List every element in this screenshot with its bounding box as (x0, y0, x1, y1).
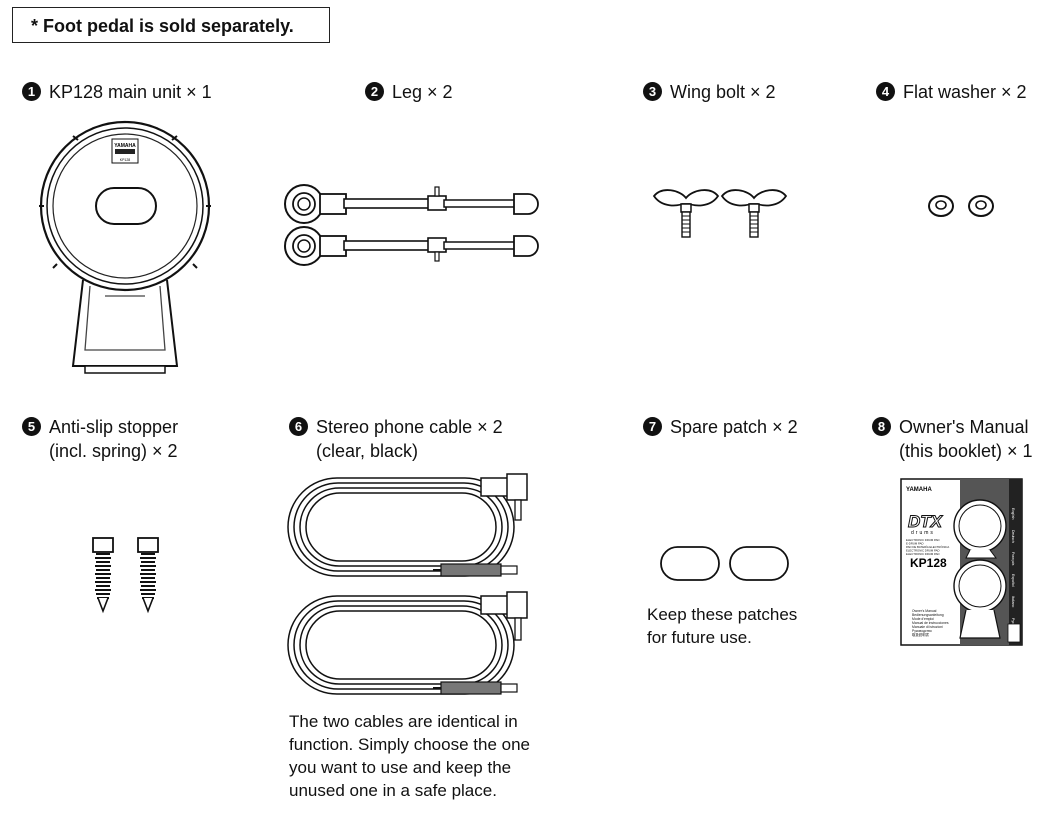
manual-title-line: Owner's Manual (912, 609, 937, 613)
manual-cover-line: ELECTRONIC DRUM PAD (906, 549, 940, 553)
manual-title-line: Manuale di istruzioni (912, 625, 943, 629)
item-7-name: Spare patch × 2 (670, 417, 798, 437)
item-8-name-line2: (this booklet) × 1 (899, 441, 1033, 461)
manual-cover-line: ELECTRONIC DRUM PAD (906, 552, 940, 556)
item-2-heading: 2 Leg × 2 (365, 80, 453, 104)
item-5-number: 5 (22, 417, 41, 436)
owners-manual-illustration: English Deutsch Français Español Italian… (900, 478, 1023, 646)
manual-tab-deutsch: Deutsch (1011, 530, 1015, 543)
cables-illustration (287, 473, 528, 695)
anti-slip-stoppers-illustration (92, 537, 159, 614)
item-2-number: 2 (365, 82, 384, 101)
item-7-number: 7 (643, 417, 662, 436)
item-1-number: 1 (22, 82, 41, 101)
item-3-number: 3 (643, 82, 662, 101)
manual-brand: YAMAHA (906, 487, 932, 493)
item-2-name: Leg × 2 (392, 82, 453, 102)
foot-pedal-note-box: * Foot pedal is sold separately. (12, 7, 330, 43)
item-6-heading: 6 Stereo phone cable × 2 (clear, black) (289, 415, 503, 463)
foot-pedal-note: * Foot pedal is sold separately. (31, 16, 294, 36)
manual-title-line: Bedienungsanleitung (912, 613, 944, 617)
manual-tab-espanol: Español (1011, 574, 1015, 587)
item-7-heading: 7 Spare patch × 2 (643, 415, 798, 439)
manual-cover-line: ELECTRONIC DRUM PAD (906, 538, 940, 542)
item-4-heading: 4 Flat washer × 2 (876, 80, 1027, 104)
item-8-heading: 8 Owner's Manual (this booklet) × 1 (872, 415, 1033, 463)
item-5-name: Anti-slip stopper (49, 417, 179, 437)
cable-caption: The two cables are identical in function… (289, 712, 530, 800)
patch-caption-line1: Keep these patches (647, 605, 798, 624)
item-5-heading: 5 Anti-slip stopper (incl. spring) × 2 (22, 415, 178, 463)
manual-model: KP128 (910, 556, 947, 570)
item-8-name: Owner's Manual (899, 417, 1029, 437)
manual-title-line: Руководство (912, 629, 932, 633)
manual-title-line-ja: 取扱説明書 (912, 632, 930, 637)
manual-logo: DTX (908, 512, 944, 531)
manual-cover-line: PAD DE BATERÍA ELECTRÓNICA (906, 544, 949, 549)
manual-logo-sub: drums (911, 530, 935, 536)
unit-model-label: KP128 (120, 158, 131, 162)
flat-washers-illustration (928, 195, 994, 217)
legs-illustration (284, 184, 539, 266)
spare-patches-illustration (660, 546, 789, 581)
manual-cover-line: E-DRUM PAD (906, 542, 924, 546)
item-8-number: 8 (872, 417, 891, 436)
manual-title-line: Mode d'emploi (912, 617, 934, 621)
item-5-name-line2: (incl. spring) × 2 (49, 441, 178, 461)
item-3-name: Wing bolt × 2 (670, 82, 776, 102)
item-6-name-line2: (clear, black) (316, 441, 419, 461)
manual-tab-italiano: Italiano (1011, 596, 1015, 607)
manual-tab-francais: Français (1011, 552, 1015, 566)
item-6-name: Stereo phone cable × 2 (316, 417, 503, 437)
item-1-name: KP128 main unit × 1 (49, 82, 212, 102)
patch-caption: Keep these patches for future use. (647, 603, 847, 649)
unit-brand-label: YAMAHA (114, 143, 136, 149)
manual-tab-english: English (1011, 508, 1015, 520)
wing-bolts-illustration (652, 189, 788, 238)
item-3-heading: 3 Wing bolt × 2 (643, 80, 776, 104)
patch-caption-line2: for future use. (647, 628, 752, 647)
item-4-number: 4 (876, 82, 895, 101)
item-6-number: 6 (289, 417, 308, 436)
item-1-heading: 1 KP128 main unit × 1 (22, 80, 212, 104)
main-unit-illustration: YAMAHA KP128 (39, 120, 211, 374)
item-4-name: Flat washer × 2 (903, 82, 1027, 102)
manual-title-line: Manual de instrucciones (912, 621, 949, 625)
